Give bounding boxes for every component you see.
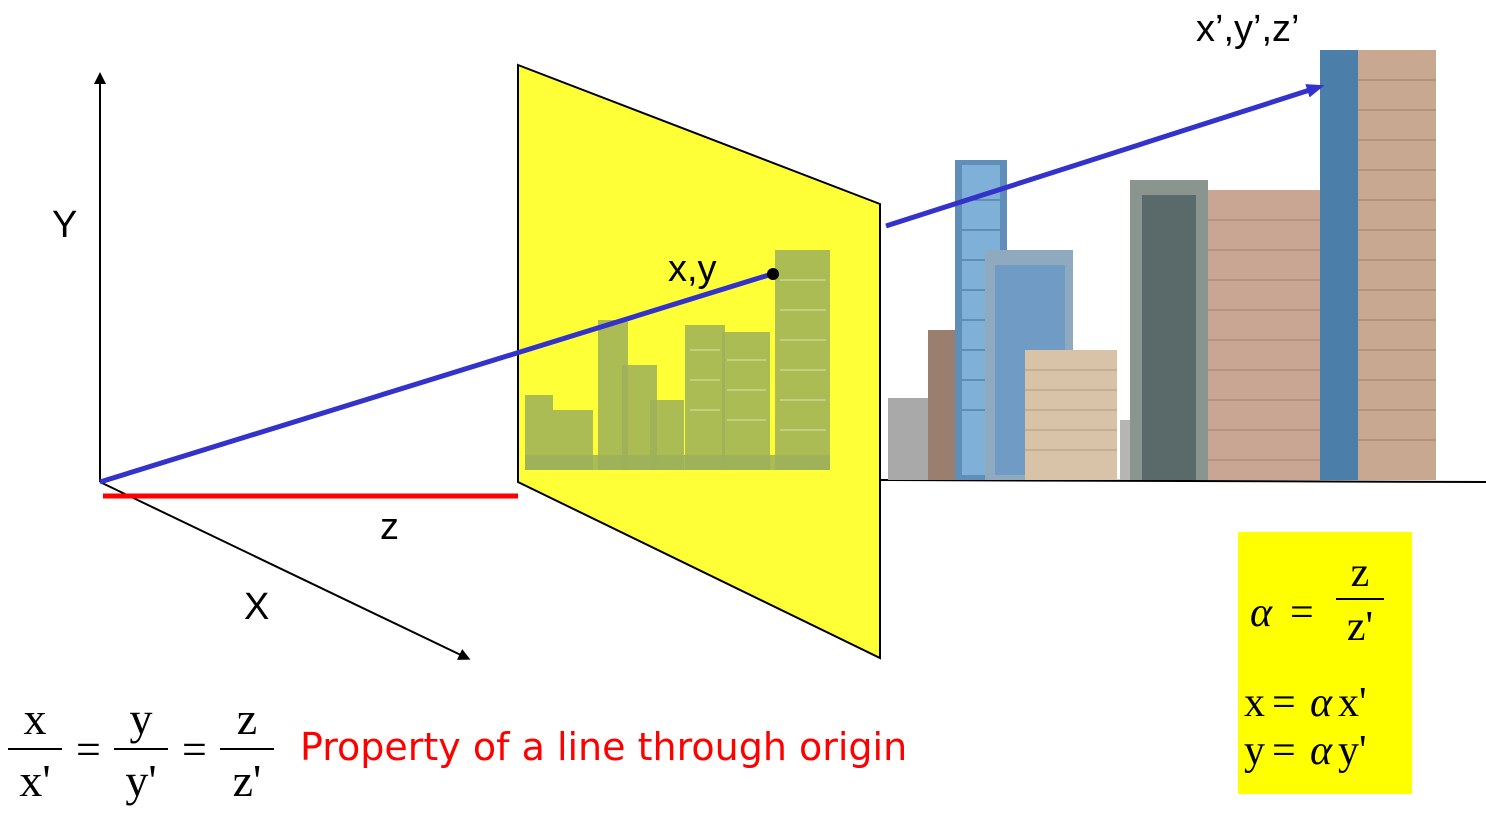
- equals-sign: =: [1272, 730, 1296, 772]
- fraction-y-denominator: y': [125, 758, 156, 804]
- z-segment-label: z: [380, 508, 399, 546]
- alpha-numerator: z: [1351, 552, 1370, 594]
- ground-line: [880, 480, 1486, 482]
- x-axis-label: X: [244, 588, 269, 626]
- equals-sign: =: [76, 728, 101, 772]
- formula-box: α = z z' x = α x' y = α y': [1238, 532, 1412, 794]
- y-formula-rhs: y': [1338, 730, 1367, 772]
- fraction-x-denominator: x': [19, 758, 50, 804]
- alpha-symbol: α: [1310, 682, 1332, 724]
- fraction-bar: [220, 748, 274, 750]
- y-formula-lhs: y: [1244, 730, 1265, 772]
- city-buildings: [888, 50, 1436, 480]
- x-formula-rhs: x': [1338, 682, 1367, 724]
- alpha-symbol: α: [1310, 730, 1332, 772]
- equals-sign: =: [1272, 682, 1296, 724]
- world-point-label: x’,y’,z’: [1196, 10, 1299, 48]
- caption-text: Property of a line through origin: [300, 725, 907, 769]
- image-point-dot: [767, 268, 779, 280]
- fraction-y-numerator: y: [130, 696, 153, 742]
- image-point-label: x,y: [668, 250, 717, 288]
- alpha-symbol: α: [1250, 592, 1272, 634]
- fraction-x: x x': [8, 696, 62, 804]
- fraction-y: y y': [114, 696, 168, 804]
- alpha-fraction: z z': [1336, 552, 1384, 648]
- fraction-x-numerator: x: [24, 696, 47, 742]
- fraction-z-denominator: z': [233, 758, 262, 804]
- x-axis: [100, 482, 465, 657]
- fraction-z: z z': [220, 696, 274, 804]
- equals-sign: =: [182, 728, 207, 772]
- alpha-denominator: z': [1347, 606, 1373, 648]
- x-formula-lhs: x: [1244, 682, 1265, 724]
- fraction-z-numerator: z: [237, 696, 257, 742]
- fraction-bar: [114, 748, 168, 750]
- y-axis-label: Y: [52, 206, 77, 244]
- fraction-bar: [1336, 598, 1384, 600]
- fraction-bar: [8, 748, 62, 750]
- equals-sign: =: [1290, 592, 1314, 634]
